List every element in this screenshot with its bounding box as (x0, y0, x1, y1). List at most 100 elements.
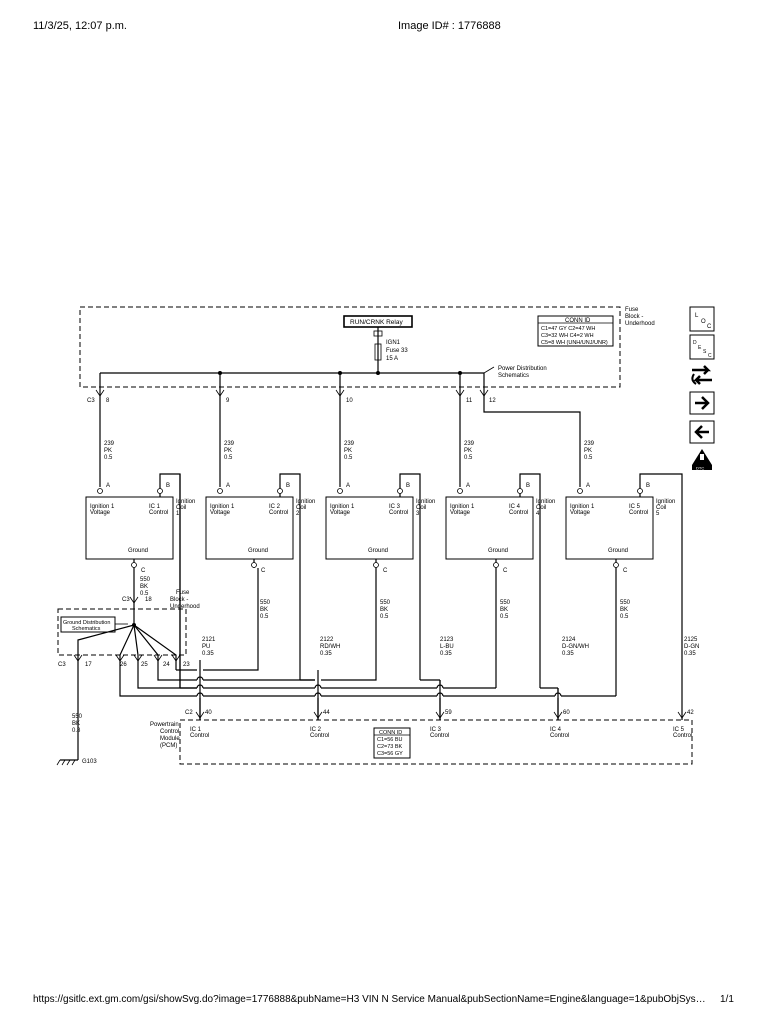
ic-wire-5-size: 0.35 (684, 651, 696, 657)
coil-3-pin-a: A (346, 483, 350, 489)
loc-c: C (707, 324, 712, 330)
coil-3-voltage-1: Ignition 1 (330, 504, 355, 510)
supply-wire-4-size: 0.5 (464, 455, 473, 461)
coil-3-name-3: 3 (416, 511, 420, 517)
description-button[interactable]: D E S C (689, 334, 715, 360)
footer-url: https://gsitlc.ext.gm.com/gsi/showSvg.do… (33, 994, 706, 1005)
ground-fuse-block-label-1: Fuse (176, 590, 190, 596)
ground-wire-3-size: 0.5 (380, 614, 389, 620)
coil-2-pin-c: C (261, 568, 266, 574)
coil-3-name-2: Coil (416, 505, 426, 511)
coil-1-ic-2: Control (149, 510, 168, 516)
supply-wire-4-color: PK (464, 448, 472, 454)
next-arrow-icon[interactable] (689, 391, 715, 415)
dtc-warning-icon[interactable]: DTC (692, 449, 712, 471)
ground-wire-1-num: 550 (140, 577, 151, 583)
power-dist-label-2: Schematics (498, 373, 529, 379)
pcm-pin-42: 42 (687, 710, 694, 716)
pcm-ic3-1: IC 3 (430, 727, 442, 733)
coil-1-name-3: 1 (176, 511, 180, 517)
coil-5-name-2: Coil (656, 505, 666, 511)
ground-fuse-block-label-2: Block - (170, 597, 188, 603)
pcm-c2-label: C2 (185, 710, 193, 716)
pcm-ic5-1: IC 5 (673, 727, 685, 733)
ic-wire-2-size: 0.35 (320, 651, 332, 657)
coil-3-ic-2: Control (389, 510, 408, 516)
ground-fuse-block-label-3: Underhood (170, 604, 200, 610)
ic-wire-1-num: 2121 (202, 637, 216, 643)
coil-2-voltage-1: Ignition 1 (210, 504, 235, 510)
coil-4-ic-1: IC 4 (509, 504, 521, 510)
coil-2-name-3: 2 (296, 511, 300, 517)
coil-3-pin-b: B (406, 483, 410, 489)
fuse-pin-12: 12 (489, 398, 496, 404)
ground-c3-top-label: C3 (122, 597, 130, 603)
coil-5-pin-a: A (586, 483, 590, 489)
fuse-label-2: Fuse 33 (386, 348, 408, 354)
coil-1-voltage-2: Voltage (90, 510, 111, 516)
ground-pin-24: 24 (163, 662, 170, 668)
pcm-conn-id-3: C3=56 GY (377, 751, 403, 757)
fuse-pin-8: 8 (106, 398, 110, 404)
pcm-conn-id-1: C1=56 BU (377, 737, 403, 743)
supply-wire-5-size: 0.5 (584, 455, 593, 461)
ground-c3-bottom-label: C3 (58, 662, 66, 668)
loc-o: O (701, 319, 706, 325)
pcm-pin-59: 59 (445, 710, 452, 716)
pcm-label-4: (PCM) (160, 743, 177, 749)
ground-wire-2-size: 0.5 (260, 614, 269, 620)
coil-2-ic-2: Control (269, 510, 288, 516)
pcm-conn-id-title: CONN ID (379, 730, 402, 736)
coil-2-pin-b: B (286, 483, 290, 489)
pcm-conn-id-box (373, 727, 411, 759)
ground-wire-4-size: 0.5 (500, 614, 509, 620)
fuse-conn-id-3: C5=8 WH (UNH/UNJ/UNR) (541, 340, 608, 346)
ground-wire-2-color: BK (260, 607, 268, 613)
coil-2-ic-1: IC 2 (269, 504, 281, 510)
ic-wire-1-color: PU (202, 644, 210, 650)
main-ground-size: 0.8 (72, 728, 81, 734)
swap-arrows-icon[interactable] (691, 365, 712, 385)
pcm-ic5-2: Control (673, 733, 692, 739)
ic-wire-4-size: 0.35 (562, 651, 574, 657)
pcm-label-1: Powertrain (150, 722, 179, 728)
ic-wire-2-color: RD/WH (320, 644, 340, 650)
coil-4-pin-a: A (466, 483, 470, 489)
ground-wire-5-color: BK (620, 607, 628, 613)
coil-2-ground: Ground (248, 548, 268, 554)
prev-arrow-icon[interactable] (689, 420, 715, 444)
main-ground-num: 550 (72, 714, 83, 720)
pcm-label-2: Control (160, 729, 179, 735)
coil-3-ground: Ground (368, 548, 388, 554)
supply-wire-1-size: 0.5 (104, 455, 113, 461)
pcm-conn-id-2: C2=73 BK (377, 744, 403, 750)
fuse-conn-id-1: C1=47 GY C2=47 WH (541, 326, 595, 332)
coil-2-voltage-2: Voltage (210, 510, 231, 516)
coil-4-ic-2: Control (509, 510, 528, 516)
coil-3-ic-1: IC 3 (389, 504, 401, 510)
fuse-label-3: 15 A (386, 356, 398, 362)
supply-wire-1-color: PK (104, 448, 112, 454)
coil-5-voltage-1: Ignition 1 (570, 504, 595, 510)
supply-wire-1-num: 239 (104, 441, 115, 447)
coil-1-pin-a: A (106, 483, 110, 489)
fuse-pin-11: 11 (466, 398, 473, 404)
coil-4-name-1: Ignition (536, 499, 555, 505)
coil-5-ground: Ground (608, 548, 628, 554)
ground-dist-box (60, 616, 116, 633)
pcm-pin-44: 44 (323, 710, 330, 716)
ground-wire-2-num: 550 (260, 600, 271, 606)
fuse-pin-10: 10 (346, 398, 353, 404)
pcm-outline (179, 719, 693, 765)
ground-g103: G103 (82, 759, 97, 765)
supply-wire-5-color: PK (584, 448, 592, 454)
coil-4-pin-b: B (526, 483, 530, 489)
ground-wire-5-size: 0.5 (620, 614, 629, 620)
ignition-coil-2: A B Ignition 1 Voltage IC 2 Control Igni… (205, 473, 315, 680)
location-button[interactable]: L O C (689, 306, 715, 332)
fuse-conn-id-2: C3=32 WH C4=2 WH (541, 333, 594, 339)
supply-wire-3-size: 0.5 (344, 455, 353, 461)
print-date: 11/3/25, 12:07 p.m. (33, 20, 127, 32)
ground-pin-25: 25 (141, 662, 148, 668)
ic-wire-5-num: 2125 (684, 637, 698, 643)
